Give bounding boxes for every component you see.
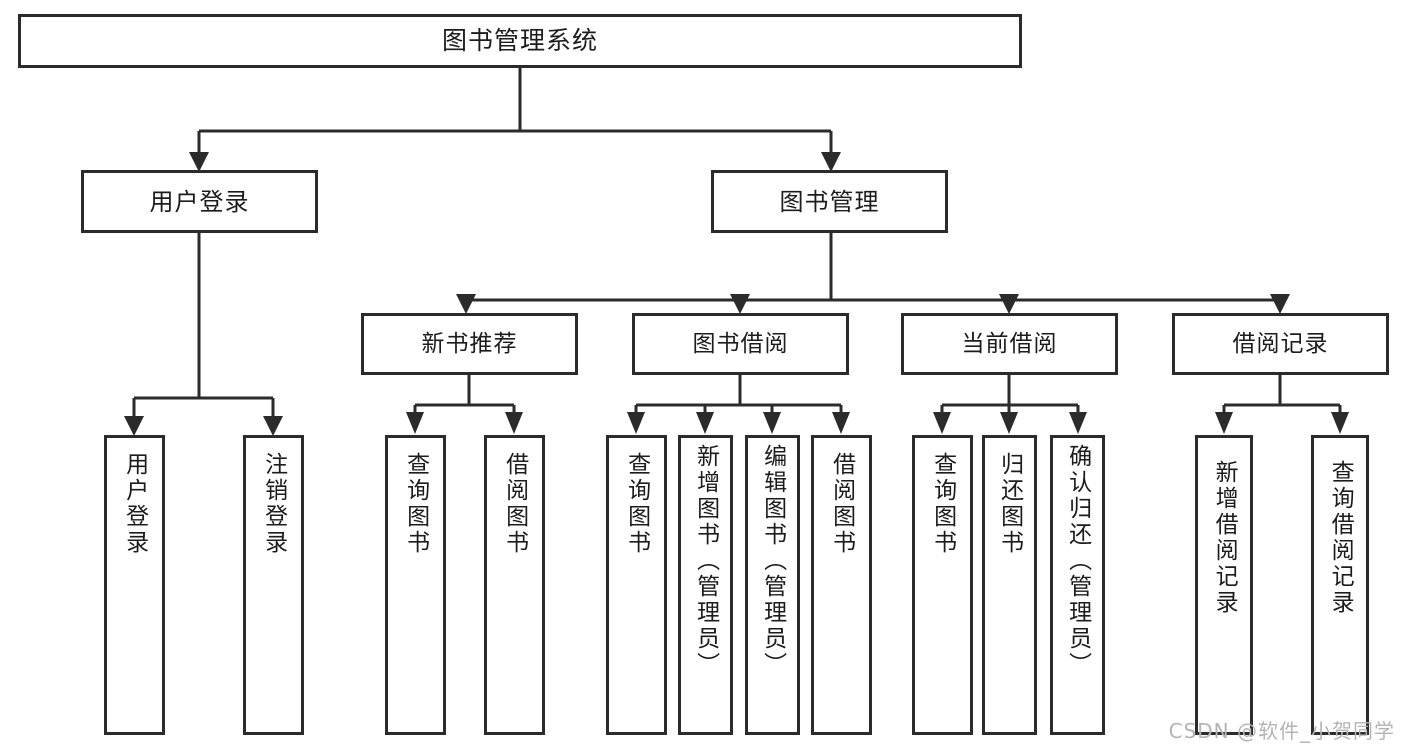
connector-user-login-to-leaves bbox=[124, 233, 283, 436]
leaf-edit-book[interactable]: 编辑图书（管理员） bbox=[745, 435, 800, 735]
leaf-borrow-book-1[interactable]: 借阅图书 bbox=[484, 435, 545, 735]
leaf-query-record[interactable]: 查询借阅记录 bbox=[1311, 435, 1369, 735]
connector-book-management-to-level3 bbox=[456, 233, 1290, 314]
node-user-login-label: 用户登录 bbox=[149, 187, 250, 216]
connector-borrow-record-to-leaves bbox=[1215, 375, 1349, 434]
leaf-logout-login-label: 注销登录 bbox=[260, 452, 287, 556]
leaf-query-record-label: 查询借阅记录 bbox=[1327, 460, 1354, 616]
node-root-label: 图书管理系统 bbox=[441, 26, 598, 56]
leaf-return-book[interactable]: 归还图书 bbox=[982, 435, 1037, 735]
leaf-query-book-2-label: 查询图书 bbox=[623, 452, 650, 556]
csdn-watermark: CSDN @软件_小贺同学 bbox=[1168, 719, 1395, 743]
connector-root-to-level2 bbox=[189, 68, 841, 172]
leaf-add-book-label: 新增图书（管理员） bbox=[692, 444, 719, 678]
leaf-return-book-label: 归还图书 bbox=[996, 452, 1023, 556]
leaf-borrow-book-2[interactable]: 借阅图书 bbox=[811, 435, 872, 735]
leaf-add-record[interactable]: 新增借阅记录 bbox=[1195, 435, 1253, 735]
node-new-book-recommend[interactable]: 新书推荐 bbox=[361, 313, 578, 375]
node-book-management[interactable]: 图书管理 bbox=[711, 170, 948, 233]
leaf-query-book-2[interactable]: 查询图书 bbox=[606, 435, 667, 735]
leaf-logout-login[interactable]: 注销登录 bbox=[243, 435, 304, 735]
leaf-query-book-1[interactable]: 查询图书 bbox=[385, 435, 446, 735]
leaf-user-login-label: 用户登录 bbox=[121, 452, 148, 556]
node-user-login[interactable]: 用户登录 bbox=[81, 170, 318, 233]
leaf-user-login[interactable]: 用户登录 bbox=[104, 435, 165, 735]
node-book-management-label: 图书管理 bbox=[779, 187, 880, 216]
connector-current-borrow-to-leaves bbox=[933, 375, 1087, 434]
leaf-borrow-book-1-label: 借阅图书 bbox=[501, 452, 528, 556]
node-current-borrow[interactable]: 当前借阅 bbox=[901, 313, 1118, 375]
node-book-borrow[interactable]: 图书借阅 bbox=[632, 313, 849, 375]
node-new-book-recommend-label: 新书推荐 bbox=[421, 330, 518, 357]
node-book-borrow-label: 图书借阅 bbox=[692, 330, 789, 357]
connector-book-borrow-to-leaves bbox=[627, 375, 850, 434]
leaf-add-book[interactable]: 新增图书（管理员） bbox=[678, 435, 733, 735]
leaf-query-book-3[interactable]: 查询图书 bbox=[912, 435, 973, 735]
node-current-borrow-label: 当前借阅 bbox=[961, 330, 1058, 357]
leaf-query-book-3-label: 查询图书 bbox=[929, 452, 956, 556]
node-root[interactable]: 图书管理系统 bbox=[18, 14, 1022, 68]
leaf-confirm-return-label: 确认归还（管理员） bbox=[1064, 444, 1091, 678]
leaf-borrow-book-2-label: 借阅图书 bbox=[828, 452, 855, 556]
node-borrow-record-label: 借阅记录 bbox=[1232, 330, 1329, 357]
leaf-add-record-label: 新增借阅记录 bbox=[1211, 460, 1238, 616]
leaf-query-book-1-label: 查询图书 bbox=[402, 452, 429, 556]
leaf-edit-book-label: 编辑图书（管理员） bbox=[759, 444, 786, 678]
node-borrow-record[interactable]: 借阅记录 bbox=[1172, 313, 1389, 375]
connector-new-book-recommend-to-leaves bbox=[406, 375, 523, 434]
leaf-confirm-return[interactable]: 确认归还（管理员） bbox=[1050, 435, 1105, 735]
